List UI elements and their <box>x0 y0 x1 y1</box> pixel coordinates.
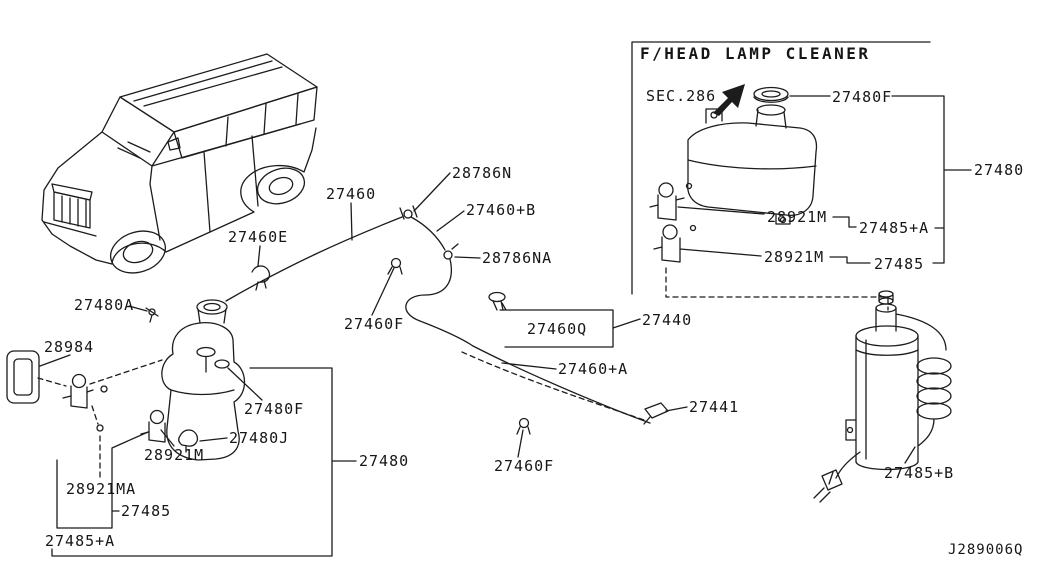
outlet-hose <box>835 451 861 479</box>
hose-27460 <box>225 216 403 302</box>
callout-bracket-lines <box>51 95 972 557</box>
washer-reservoir-tank <box>161 322 246 461</box>
part-label-28921M-left: 28921M <box>144 446 205 464</box>
nozzle-27441 <box>643 402 669 425</box>
part-label-27460F-lower: 27460F <box>494 457 555 475</box>
headlamp-cleaner-pump-2 <box>653 224 681 263</box>
clip-27460F-upper <box>387 257 403 275</box>
pump-grommet <box>96 424 104 432</box>
grommet-28984 <box>6 350 40 404</box>
reservoir-inlet-cap <box>214 359 230 369</box>
pump-grommet <box>685 182 693 190</box>
section-ref: SEC.286 <box>646 87 717 105</box>
washer-pump-lower <box>140 409 166 443</box>
part-label-27460B: 27460+B <box>466 201 537 219</box>
part-label-28786N: 28786N <box>452 164 513 182</box>
section-border <box>631 41 931 295</box>
part-label-27485A-right: 27485+A <box>859 219 930 237</box>
dashed-lines <box>37 267 889 479</box>
part-label-27480F-right: 27480F <box>832 88 893 106</box>
part-label-27460Q: 27460Q <box>527 320 588 338</box>
hose-27460A <box>472 345 651 424</box>
nozzle-27460Q <box>488 291 506 311</box>
part-label-27480A: 27480A <box>74 296 135 314</box>
drawing-code: J289006Q <box>948 542 1024 558</box>
cap-27480F <box>753 86 789 102</box>
part-label-27460A: 27460+A <box>558 360 629 378</box>
part-label-27485B: 27485+B <box>884 464 955 482</box>
vehicle-illustration <box>41 53 318 274</box>
tee-connector-28786N <box>399 205 418 220</box>
pump-grommet <box>689 224 697 232</box>
headlamp-cleaner-tank-27485B <box>813 290 952 503</box>
part-label-28786NA: 28786NA <box>482 249 553 267</box>
part-label-27440: 27440 <box>642 311 693 329</box>
leader-lines <box>39 95 916 464</box>
part-label-28921MA: 28921MA <box>66 480 137 498</box>
connector-28786NA <box>443 243 459 260</box>
clip-27460F-lower <box>516 417 531 435</box>
washer-reservoir-assembly <box>6 265 271 461</box>
clip-27480J <box>178 429 199 453</box>
headlamp-cleaner-reservoir <box>687 86 818 225</box>
washer-pump-left <box>62 373 94 409</box>
part-label-27480F-left: 27480F <box>244 400 305 418</box>
part-label-27460E: 27460E <box>228 228 289 246</box>
headlamp-cleaner-pump-1 <box>649 182 685 221</box>
part-label-27480-right: 27480 <box>974 161 1025 179</box>
part-label-27480-left: 27480 <box>359 452 410 470</box>
washer-hose-assembly <box>225 205 669 435</box>
part-label-27480J: 27480J <box>229 429 290 447</box>
coiled-hose <box>895 313 947 351</box>
sec-arrow-icon <box>713 84 745 116</box>
headlamp-cleaner-section <box>631 41 952 503</box>
hose-loop <box>405 258 474 347</box>
part-label-27485-right: 27485 <box>874 255 925 273</box>
section-title: F/HEAD LAMP CLEANER <box>640 44 871 63</box>
reservoir-cap <box>196 299 228 315</box>
pump-grommet <box>100 385 108 393</box>
part-label-27485-left: 27485 <box>121 502 172 520</box>
part-label-27460: 27460 <box>326 185 377 203</box>
part-label-27460F-upper: 27460F <box>344 315 405 333</box>
part-label-28921M-r2: 28921M <box>764 248 825 266</box>
part-label-27485A-left: 27485+A <box>45 532 116 550</box>
part-label-27441: 27441 <box>689 398 740 416</box>
part-label-28984: 28984 <box>44 338 95 356</box>
part-label-28921M-r1: 28921M <box>767 208 828 226</box>
